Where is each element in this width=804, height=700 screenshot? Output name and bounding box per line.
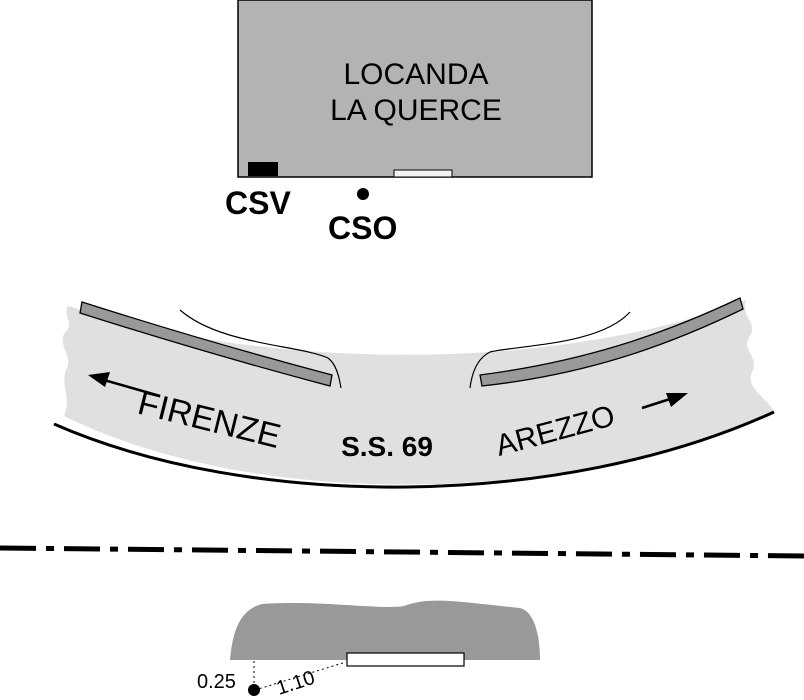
distance-dimension-line bbox=[254, 661, 347, 691]
right-sidewalk bbox=[479, 297, 744, 387]
csv-marker bbox=[248, 162, 278, 176]
height-dimension-label: 0.25 bbox=[197, 671, 236, 693]
section-profile bbox=[230, 600, 540, 660]
section-sidewalk bbox=[346, 652, 465, 667]
arrow-left-icon bbox=[88, 372, 161, 398]
cross-section: 0.25 1.10 bbox=[197, 600, 540, 700]
road-name-label: S.S. 69 bbox=[341, 431, 433, 462]
building-entrance bbox=[393, 169, 453, 178]
right-access-curve bbox=[469, 311, 631, 389]
road: FIRENZE S.S. 69 AREZZO bbox=[53, 297, 775, 489]
building-footprint bbox=[237, 0, 593, 178]
building-name-line2: LA QUERCE bbox=[330, 94, 502, 127]
section-cut-line bbox=[0, 545, 804, 559]
left-access-curve bbox=[179, 309, 342, 389]
building: LOCANDA LA QUERCE bbox=[237, 0, 593, 178]
road-south-edge bbox=[53, 410, 775, 489]
building-name-line1: LOCANDA bbox=[343, 58, 488, 91]
csv-label: CSV bbox=[225, 185, 291, 221]
arrow-right-icon bbox=[641, 393, 688, 410]
measurement-point bbox=[248, 684, 260, 696]
cso-point bbox=[357, 188, 369, 200]
left-sidewalk bbox=[79, 301, 333, 387]
distance-dimension-label: 1.10 bbox=[274, 667, 318, 700]
cso-label: CSO bbox=[328, 210, 397, 246]
road-surface bbox=[62, 300, 774, 485]
